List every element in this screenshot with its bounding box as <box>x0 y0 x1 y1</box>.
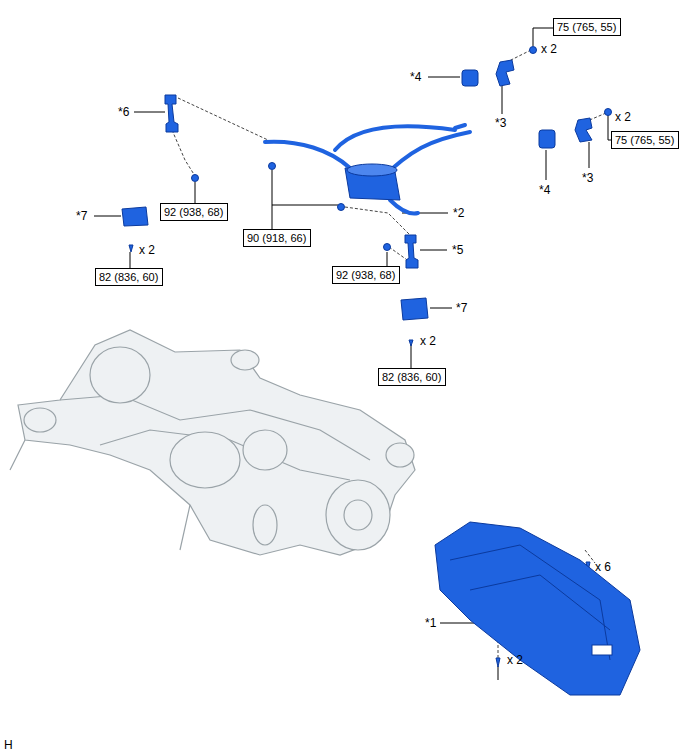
wire-harness-shape <box>390 200 418 213</box>
leader-lines-shape <box>195 182 196 203</box>
leader-lines-shape <box>130 252 131 268</box>
rear-subframe-shape <box>90 347 150 403</box>
rear-subframe-shape <box>386 443 414 467</box>
rear-subframe-shape <box>243 430 287 470</box>
motor-unit-shape <box>347 164 397 176</box>
rear-subframe-shape <box>253 505 277 545</box>
torque-spec: 90 (918, 66) <box>247 231 307 245</box>
torque-box: 82 (836, 60) <box>378 368 446 386</box>
rear-subframe-shape <box>18 330 415 555</box>
callout-number: *7 <box>76 209 87 223</box>
rear-subframe-shape <box>10 440 190 550</box>
torque-box: 75 (765, 55) <box>611 131 679 149</box>
blue-parts-shape <box>462 70 478 86</box>
torque-spec: 75 (765, 55) <box>615 133 675 147</box>
cover-shading-shape <box>592 645 612 655</box>
blue-parts-shape <box>122 207 148 226</box>
blue-parts-shape <box>338 204 345 211</box>
dashed-guides-shape <box>585 550 595 563</box>
quantity-label: x 2 <box>541 42 557 56</box>
cover-shading-shape <box>450 545 610 660</box>
rear-subframe-shape <box>24 408 56 432</box>
quantity-label: H <box>4 738 13 752</box>
blue-parts-shape <box>605 109 612 116</box>
quantity-label: x 2 <box>139 243 155 257</box>
dashed-guides-shape <box>172 130 195 176</box>
blue-parts-shape <box>496 658 500 667</box>
wire-harness-shape <box>335 126 455 150</box>
torque-spec: 82 (836, 60) <box>382 370 442 384</box>
blue-parts-shape <box>530 47 537 54</box>
leader-lines-shape <box>589 142 590 168</box>
rear-subframe-shape <box>170 432 240 488</box>
cover-shading-shape <box>470 575 610 630</box>
callout-number: *4 <box>410 70 421 84</box>
torque-box: 75 (765, 55) <box>553 18 621 36</box>
rear-subframe <box>10 330 415 555</box>
leader-lines-shape <box>430 308 452 309</box>
wire-harness-shape <box>455 125 465 128</box>
blue-parts-shape <box>435 522 640 695</box>
callout-number: *2 <box>453 206 464 220</box>
dashed-guides-shape <box>345 207 410 235</box>
callout-number: *6 <box>118 105 129 119</box>
blue-parts-shape <box>405 235 418 268</box>
callout-number: *1 <box>425 616 436 630</box>
torque-spec: 82 (836, 60) <box>99 270 159 284</box>
leader-lines-shape <box>94 216 121 217</box>
leader-lines-shape <box>411 345 412 368</box>
torque-box: 90 (918, 66) <box>243 229 311 247</box>
blue-parts-shape <box>496 60 514 86</box>
torque-spec: 75 (765, 55) <box>557 20 617 34</box>
torque-box: 92 (938, 68) <box>332 266 400 284</box>
blue-parts-shape <box>409 340 413 346</box>
quantity-label: x 6 <box>595 560 611 574</box>
torque-box: 92 (938, 68) <box>160 203 228 221</box>
blue-parts-shape <box>192 175 199 182</box>
blue-parts-shape <box>129 245 133 252</box>
leader-lines-shape <box>428 77 460 78</box>
callout-number: *3 <box>582 171 593 185</box>
dashed-guides-shape <box>178 98 268 140</box>
leader-lines-shape <box>387 252 388 266</box>
rear-subframe-shape <box>326 480 390 550</box>
callout-number: *3 <box>495 116 506 130</box>
quantity-label: x 2 <box>420 334 436 348</box>
leader-lines-shape <box>498 666 499 680</box>
leader-lines-shape <box>420 250 447 251</box>
cover-shading <box>450 545 612 660</box>
blue-parts-shape <box>165 95 178 132</box>
rear-subframe-shape <box>344 500 372 530</box>
callout-number: *4 <box>539 183 550 197</box>
blue-parts-shape <box>269 163 276 170</box>
leader-lines-shape <box>502 86 503 114</box>
blue-parts-shape <box>401 298 428 320</box>
callout-number: *5 <box>452 243 463 257</box>
leader-lines-shape <box>272 170 338 229</box>
leader-lines-shape <box>134 112 165 113</box>
blue-parts <box>122 47 640 696</box>
callout-number: *7 <box>456 301 467 315</box>
quantity-label: x 2 <box>507 653 523 667</box>
torque-spec: 92 (938, 68) <box>336 268 396 282</box>
rear-subframe-shape <box>231 350 259 370</box>
wire-harness <box>265 125 470 213</box>
blue-parts-shape <box>384 244 391 251</box>
blue-parts-shape <box>539 130 555 148</box>
leader-lines-shape <box>546 150 547 180</box>
torque-spec: 92 (938, 68) <box>164 205 224 219</box>
torque-box: 82 (836, 60) <box>95 268 163 286</box>
blue-parts-shape <box>575 118 592 142</box>
quantity-label: x 2 <box>615 110 631 124</box>
motor-unit <box>345 164 400 200</box>
